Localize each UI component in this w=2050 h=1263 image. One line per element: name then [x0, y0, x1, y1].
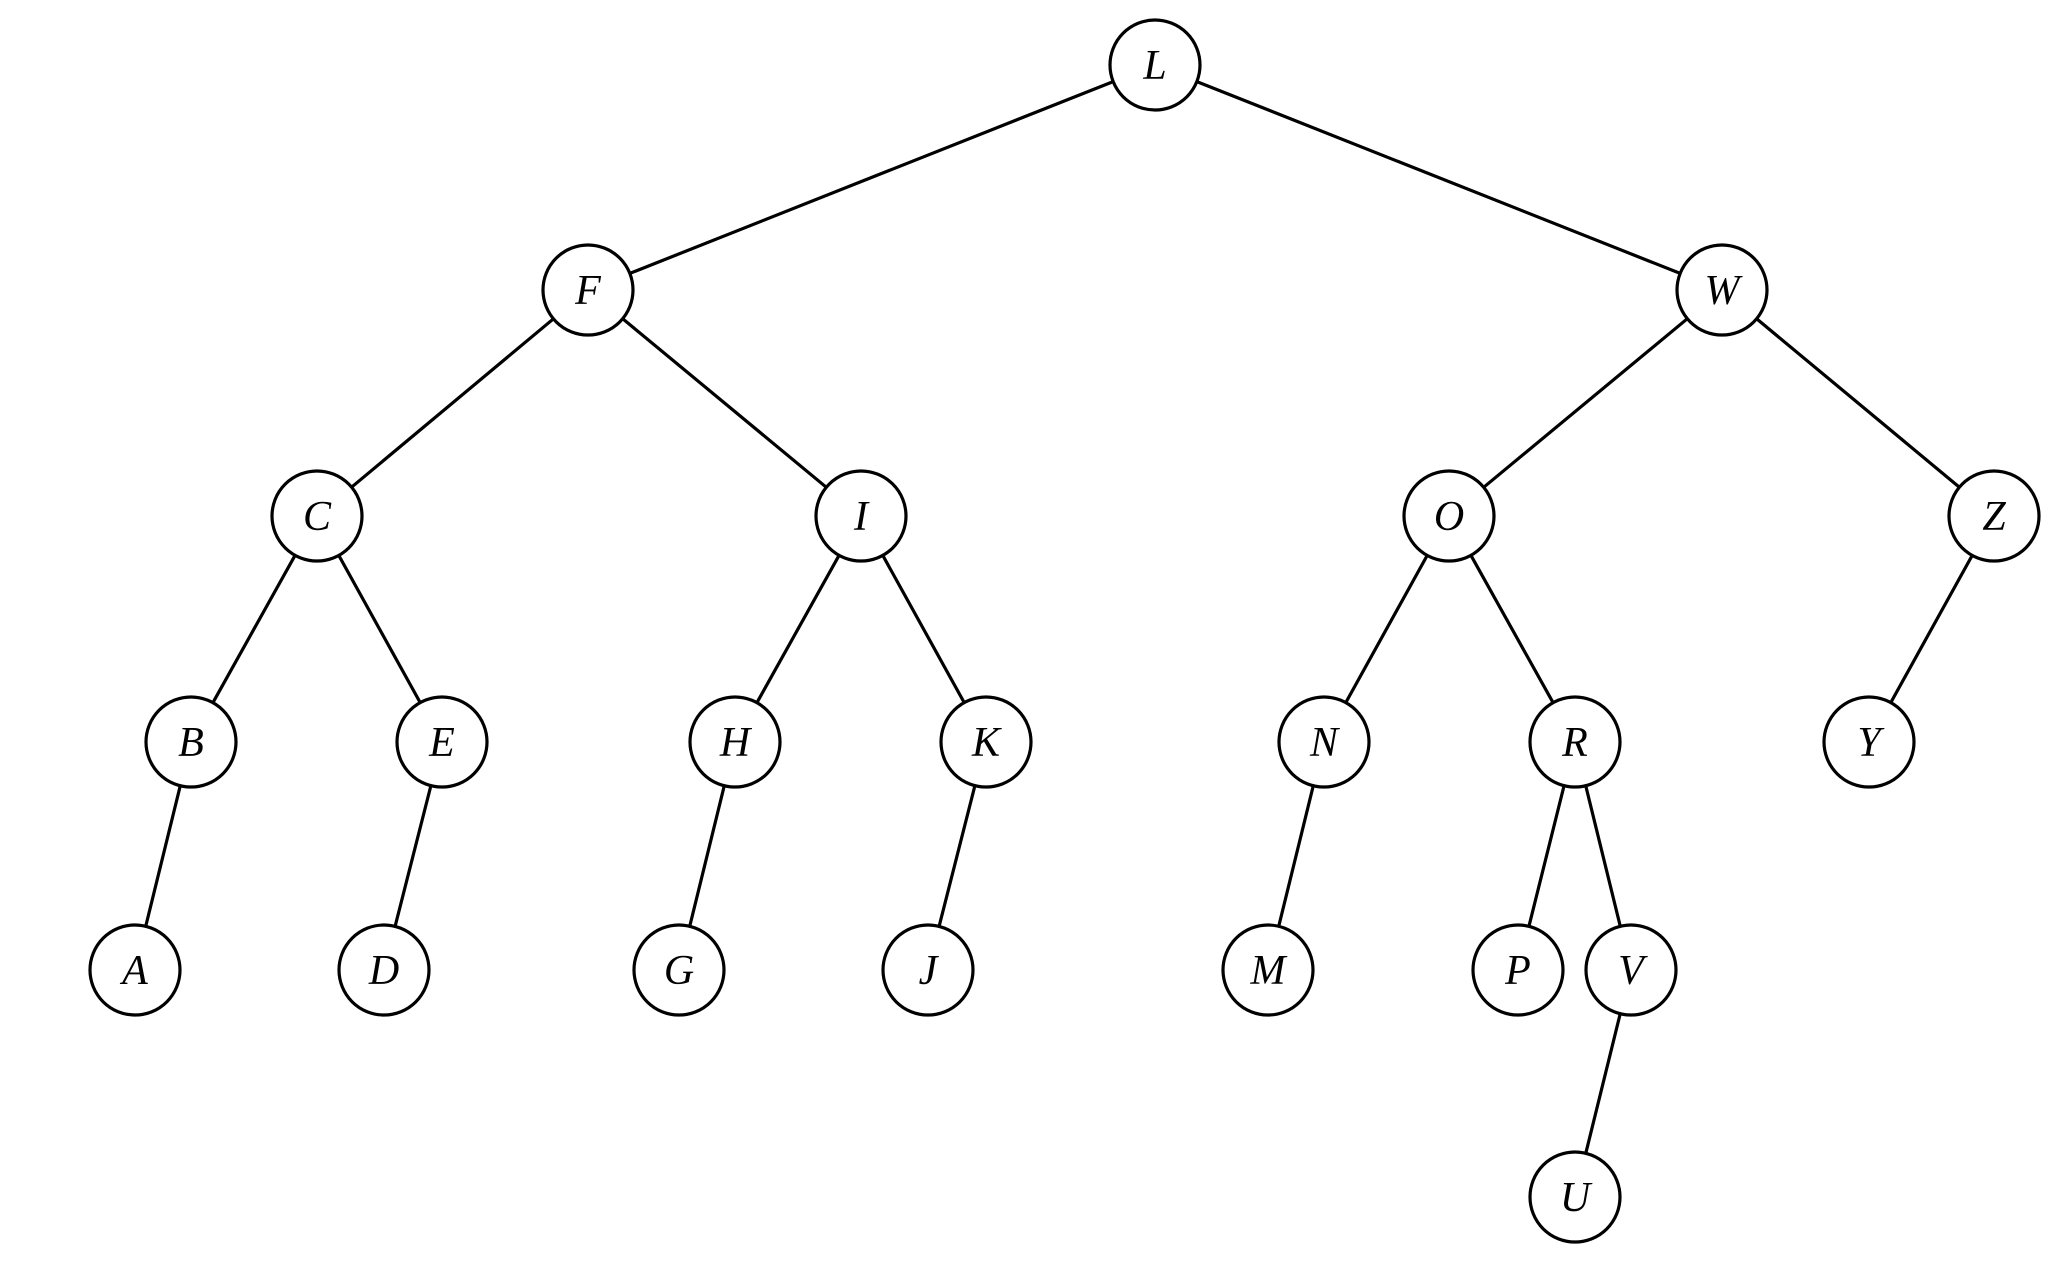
- edge-c-b: [211, 553, 297, 705]
- tree-node-n: N: [1277, 695, 1371, 789]
- node-label: Y: [1857, 720, 1885, 766]
- edge-i-h: [755, 553, 841, 705]
- tree-node-d: D: [337, 923, 431, 1017]
- node-circle: [814, 469, 908, 563]
- edge-z-y: [1889, 553, 1974, 705]
- node-circle: [395, 695, 489, 789]
- tree-node-p: P: [1471, 923, 1565, 1017]
- node-circle: [541, 243, 635, 337]
- node-circle: [1221, 923, 1315, 1017]
- tree-node-r: R: [1528, 695, 1622, 789]
- tree-node-z: Z: [1947, 469, 2041, 563]
- tree-nodes: L F W C I O Z B E H K N R Y A D G J M P V U: [88, 18, 2041, 1244]
- node-circle: [270, 469, 364, 563]
- node-circle: [1108, 18, 1202, 112]
- node-label: A: [119, 948, 148, 994]
- edge-o-r: [1469, 553, 1555, 705]
- node-circle: [1822, 695, 1916, 789]
- node-label: N: [1309, 720, 1340, 766]
- tree-node-f: F: [541, 243, 635, 337]
- edge-v-u: [1584, 1012, 1622, 1155]
- tree-node-h: H: [688, 695, 782, 789]
- node-label: P: [1504, 948, 1531, 994]
- node-circle: [144, 695, 238, 789]
- node-label: O: [1434, 494, 1464, 540]
- tree-node-k: K: [939, 695, 1033, 789]
- tree-node-m: M: [1221, 923, 1315, 1017]
- node-label: L: [1142, 43, 1166, 89]
- node-circle: [1528, 1150, 1622, 1244]
- node-label: R: [1561, 720, 1588, 766]
- tree-node-u: U: [1528, 1150, 1622, 1244]
- tree-edges: [144, 79, 1974, 1155]
- node-label: G: [664, 948, 694, 994]
- node-label: B: [178, 720, 204, 766]
- edge-h-g: [688, 784, 726, 928]
- node-circle: [1402, 469, 1496, 563]
- tree-node-i: I: [814, 469, 908, 563]
- node-label: U: [1560, 1175, 1593, 1221]
- node-label: D: [368, 948, 399, 994]
- node-circle: [1471, 923, 1565, 1017]
- node-label: F: [574, 268, 601, 314]
- node-circle: [1528, 695, 1622, 789]
- tree-node-v: V: [1584, 923, 1678, 1017]
- node-label: C: [303, 494, 332, 540]
- node-label: V: [1618, 948, 1648, 994]
- node-label: M: [1250, 948, 1288, 994]
- edge-k-j: [937, 784, 977, 928]
- node-circle: [88, 923, 182, 1017]
- node-label: E: [428, 720, 455, 766]
- node-label: K: [971, 720, 1002, 766]
- edge-e-d: [393, 784, 433, 928]
- tree-node-b: B: [144, 695, 238, 789]
- tree-node-l: L: [1108, 18, 1202, 112]
- edge-c-e: [337, 553, 422, 705]
- node-circle: [1277, 695, 1371, 789]
- node-label: H: [719, 720, 753, 766]
- node-circle: [337, 923, 431, 1017]
- edge-l-f: [628, 79, 1115, 276]
- tree-node-o: O: [1402, 469, 1496, 563]
- edge-w-o: [1482, 317, 1689, 489]
- edge-f-c: [349, 317, 556, 489]
- node-circle: [939, 695, 1033, 789]
- node-circle: [632, 923, 726, 1017]
- edge-r-p: [1527, 784, 1566, 928]
- edge-b-a: [144, 784, 182, 928]
- node-label: W: [1705, 268, 1744, 314]
- node-circle: [1584, 923, 1678, 1017]
- edge-o-n: [1344, 553, 1429, 705]
- edge-i-k: [881, 553, 966, 705]
- tree-node-e: E: [395, 695, 489, 789]
- tree-node-c: C: [270, 469, 364, 563]
- tree-node-g: G: [632, 923, 726, 1017]
- edge-w-z: [1755, 317, 1961, 489]
- node-circle: [1947, 469, 2041, 563]
- node-circle: [688, 695, 782, 789]
- edge-n-m: [1277, 784, 1315, 928]
- tree-node-w: W: [1675, 243, 1769, 337]
- edge-r-v: [1584, 784, 1622, 928]
- tree-node-y: Y: [1822, 695, 1916, 789]
- tree-node-a: A: [88, 923, 182, 1017]
- node-label: Z: [1982, 494, 2006, 540]
- node-label: I: [853, 494, 870, 540]
- node-circle: [881, 923, 975, 1017]
- edge-f-i: [621, 317, 828, 489]
- edge-l-w: [1195, 79, 1682, 276]
- tree-node-j: J: [881, 923, 975, 1017]
- node-label: J: [919, 948, 940, 994]
- node-circle: [1675, 243, 1769, 337]
